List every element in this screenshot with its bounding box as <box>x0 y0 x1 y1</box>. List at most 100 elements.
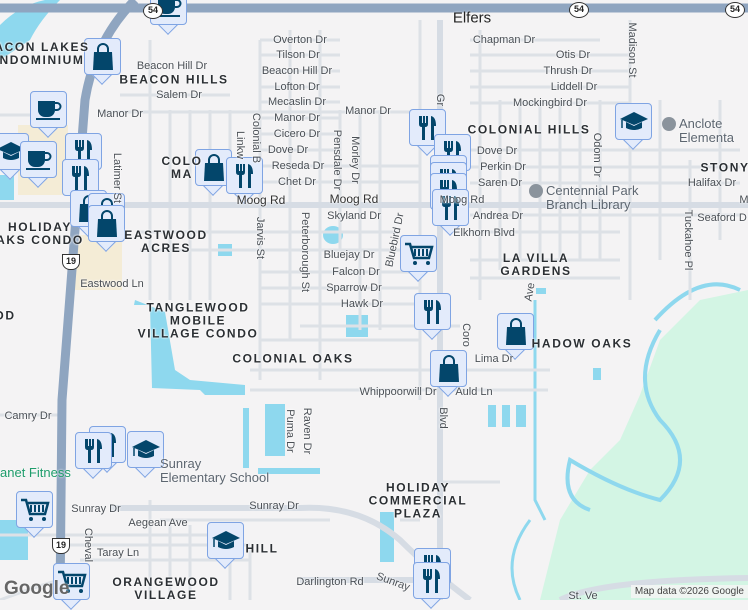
sr-54-shield: 54 <box>569 2 589 18</box>
area-colonial-oaks: COLONIAL OAKS <box>232 351 354 366</box>
restaurant-icon <box>413 562 450 599</box>
street-peterborough-st: Peterborough St <box>299 211 311 293</box>
street-beacon-hill-dr: Beacon Hill Dr <box>261 65 333 77</box>
shop-pin[interactable] <box>195 149 232 196</box>
restaurant-pin[interactable] <box>75 432 112 479</box>
school-pin[interactable] <box>207 522 244 569</box>
restaurant-icon <box>226 157 263 194</box>
shop-icon <box>497 313 534 350</box>
restaurant-pin[interactable] <box>409 109 446 156</box>
restaurant-icon <box>409 109 446 146</box>
street-cheval: Cheval <box>82 527 94 563</box>
shop-icon <box>195 149 232 186</box>
school-pin[interactable] <box>127 431 164 478</box>
restaurant-pin[interactable] <box>226 157 263 204</box>
restaurant-icon <box>75 432 112 469</box>
street-aegean-ave: Aegean Ave <box>128 517 188 529</box>
street-dove-dr: Dove Dr <box>476 145 518 157</box>
street-thrush-dr: Thrush Dr <box>543 65 593 77</box>
street-whippoorwill-dr: Whippoorwill Dr <box>359 386 437 398</box>
area-tanglewood: TANGLEWOOD MOBILE VILLAGE CONDO <box>137 300 259 341</box>
cart-icon <box>400 235 437 272</box>
street-morley-dr: Morley Dr <box>349 136 361 184</box>
restaurant-pin[interactable] <box>414 293 451 340</box>
shop-pin[interactable] <box>497 313 534 360</box>
library-icon <box>529 184 543 198</box>
restaurant-icon <box>414 293 451 330</box>
coffee-icon <box>30 91 67 128</box>
street-latimer-st: Latimer St <box>111 152 123 204</box>
street-moog-rd: M <box>739 194 748 206</box>
street-colonial-blvd: Colonial B <box>250 112 262 164</box>
street-madison-st: Madison St <box>626 22 638 78</box>
coffee-pin[interactable] <box>20 141 57 188</box>
street-puma-dr: Puma Dr <box>284 409 296 453</box>
street-grand-blvd: Blvd <box>437 407 449 429</box>
street-manor-dr: Manor Dr <box>97 108 143 120</box>
street-skyland-dr: Skyland Dr <box>327 210 381 222</box>
street-tuckahoe-pl: Tuckahoe Pl <box>682 209 694 271</box>
coffee-icon <box>20 141 57 178</box>
street-dove-dr: Dove Dr <box>267 144 309 156</box>
restaurant-icon <box>432 189 469 226</box>
area-stony: STONY <box>700 160 748 175</box>
street-lofton-dr: Lofton Dr <box>274 81 320 93</box>
street-liddell-dr: Liddell Dr <box>550 81 598 93</box>
poi-sunray-elementary[interactable]: Sunray Elementary School <box>160 457 269 485</box>
school-icon <box>662 117 676 131</box>
map-attribution[interactable]: Map data ©2026 Google <box>630 585 748 598</box>
coffee-pin[interactable] <box>30 91 67 138</box>
cart-pin[interactable] <box>400 235 437 282</box>
shop-icon <box>88 205 125 242</box>
cart-pin[interactable] <box>53 563 90 610</box>
street-mockingbird-dr: Mockingbird Dr <box>513 97 587 109</box>
area-beacon-hills: BEACON HILLS <box>119 72 229 87</box>
water-bodies <box>0 0 741 600</box>
street-hawk-dr: Hawk Dr <box>340 298 384 310</box>
street-seaford-dr: Seaford D <box>697 212 747 224</box>
street-salem-dr: Salem Dr <box>156 89 202 101</box>
poi-label: Centennial Park Branch Library <box>546 183 639 212</box>
street-pensdale-dr: Pensdale Dr <box>331 129 343 191</box>
shop-pin[interactable] <box>84 38 121 85</box>
poi-anclote-elementary[interactable]: Anclote Elementa <box>662 117 734 145</box>
shop-pin[interactable] <box>430 350 467 397</box>
street-darlington-rd: Darlington Rd <box>296 576 364 588</box>
street-sunray-dr: Sunray Dr <box>71 503 121 515</box>
cart-pin[interactable] <box>16 491 53 538</box>
google-logo: Google <box>4 578 70 599</box>
area-colonial-hills: COLONIAL HILLS <box>467 122 591 137</box>
area-holiday-commercial-plaza: HOLIDAY COMMERCIAL PLAZA <box>368 480 468 521</box>
street-sunray-dr: Sunray Dr <box>249 500 299 512</box>
street-taray-ln: Taray Ln <box>96 547 140 559</box>
street-moog-rd: Moog Rd <box>439 194 485 206</box>
street-saren-dr: Saren Dr <box>477 177 523 189</box>
us-19-shield: 19 <box>62 254 80 270</box>
street-perkin-dr: Perkin Dr <box>480 161 526 173</box>
street-raven-dr: Raven Dr <box>301 407 313 455</box>
town-elfers: Elfers <box>452 9 492 27</box>
poi-centennial-library[interactable]: Centennial Park Branch Library <box>529 184 639 212</box>
poi-planet-fitness[interactable]: anet Fitness <box>0 465 71 480</box>
shop-pin[interactable] <box>88 205 125 252</box>
street-elkhorn-blvd: Elkhorn Blvd <box>453 227 515 239</box>
street-odom-dr: Odom Dr <box>591 132 603 178</box>
street-reseda-dr: Reseda Dr <box>271 160 325 172</box>
restaurant-pin[interactable] <box>62 159 99 206</box>
shop-icon <box>430 350 467 387</box>
area-shadow-oaks: HADOW OAKS <box>531 336 633 351</box>
school-pin[interactable] <box>615 103 652 150</box>
school-icon <box>127 431 164 468</box>
cart-icon <box>16 491 53 528</box>
restaurant-pin[interactable] <box>432 189 469 236</box>
st-vincent <box>558 575 748 600</box>
school-icon <box>615 103 652 140</box>
street-beacon-hill-dr: Beacon Hill Dr <box>136 60 208 72</box>
street-eastwood-ln: Eastwood Ln <box>80 278 144 290</box>
street-auld-ln: Auld Ln <box>455 386 493 398</box>
area-od: OD <box>0 308 16 323</box>
area-holiday-oaks: HOLIDAY AKS CONDO <box>0 220 84 247</box>
restaurant-pin[interactable] <box>413 562 450 609</box>
street-moog-rd: Moog Rd <box>329 192 379 206</box>
street-jarvis-st: Jarvis St <box>254 216 266 260</box>
